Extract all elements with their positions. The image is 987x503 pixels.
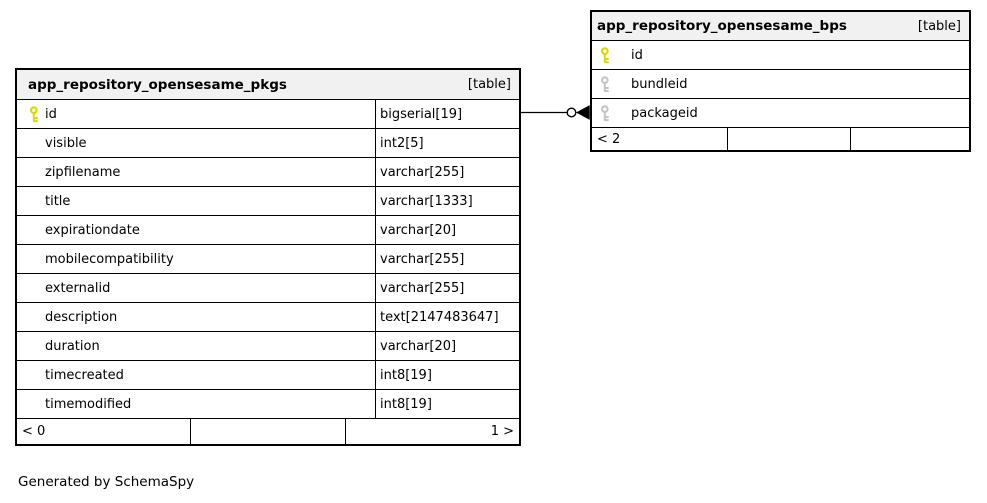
key-glyph: [600, 104, 609, 121]
footer-parents-count: [850, 128, 969, 150]
footer-spacer-cell: [727, 128, 850, 150]
no-key-icon: [17, 361, 45, 389]
footer-parents-count: 1 >: [345, 419, 519, 444]
no-key-icon: [17, 274, 45, 302]
column-name: bundleid: [631, 76, 688, 92]
crow-foot-arrowhead: [575, 105, 590, 120]
column-row-mobilecompatibility: mobilecompatibility varchar[255]: [17, 245, 519, 274]
table-header: app_repository_opensesame_bps [table]: [592, 12, 969, 41]
no-key-icon: [17, 187, 45, 215]
column-name: id: [45, 106, 57, 122]
column-type: varchar[1333]: [375, 187, 519, 215]
generated-by-caption: Generated by SchemaSpy: [18, 474, 195, 490]
key-glyph: [600, 75, 609, 92]
table-name: app_repository_opensesame_pkgs: [28, 76, 287, 93]
footer-spacer-cell: [190, 419, 345, 444]
no-key-icon: [17, 303, 45, 331]
table-node-bps[interactable]: app_repository_opensesame_bps [table] id…: [590, 10, 971, 152]
column-row-visible: visible int2[5]: [17, 129, 519, 158]
column-row-title: title varchar[1333]: [17, 187, 519, 216]
column-row-id: id: [592, 41, 969, 70]
column-type: bigserial[19]: [375, 100, 519, 128]
column-name: visible: [45, 135, 87, 151]
column-name: description: [45, 309, 118, 325]
column-row-packageid: packageid: [592, 99, 969, 128]
zero-cardinality-circle: [566, 107, 577, 118]
column-name: expirationdate: [45, 222, 140, 238]
primary-key-icon: [592, 41, 631, 69]
column-name: zipfilename: [45, 164, 121, 180]
column-name: packageid: [631, 105, 698, 121]
primary-key-icon: [17, 100, 45, 128]
column-row-id: id bigserial[19]: [17, 100, 519, 129]
column-name: mobilecompatibility: [45, 251, 174, 267]
no-key-icon: [17, 245, 45, 273]
footer-children-count: < 0: [22, 424, 46, 439]
table-header: app_repository_opensesame_pkgs [table]: [17, 70, 519, 100]
no-key-icon: [17, 129, 45, 157]
foreign-key-icon: [592, 70, 631, 98]
no-key-icon: [17, 332, 45, 360]
key-glyph: [600, 46, 609, 63]
column-type: varchar[255]: [375, 274, 519, 302]
column-name: timemodified: [45, 396, 132, 412]
column-row-timemodified: timemodified int8[19]: [17, 390, 519, 419]
table-footer: < 2: [592, 128, 969, 150]
footer-children-count: < 2: [597, 131, 621, 147]
foreign-key-icon: [592, 99, 631, 127]
column-row-duration: duration varchar[20]: [17, 332, 519, 361]
no-key-icon: [17, 390, 45, 418]
column-type: varchar[255]: [375, 158, 519, 186]
column-type: varchar[20]: [375, 216, 519, 244]
column-name: timecreated: [45, 367, 124, 383]
column-name: duration: [45, 338, 100, 354]
column-type: varchar[255]: [375, 245, 519, 273]
column-row-bundleid: bundleid: [592, 70, 969, 99]
table-node-pkgs[interactable]: app_repository_opensesame_pkgs [table] i…: [15, 68, 521, 446]
no-key-icon: [17, 158, 45, 186]
table-column-list: id bundleid packageid: [592, 41, 969, 128]
column-type: int8[19]: [375, 390, 519, 418]
table-badge: [table]: [467, 77, 511, 92]
column-type: text[2147483647]: [375, 303, 519, 331]
column-name: externalid: [45, 280, 111, 296]
table-footer: < 0 1 >: [17, 419, 519, 444]
column-row-description: description text[2147483647]: [17, 303, 519, 332]
no-key-icon: [17, 216, 45, 244]
column-name: id: [631, 47, 643, 63]
column-row-zipfilename: zipfilename varchar[255]: [17, 158, 519, 187]
column-row-expirationdate: expirationdate varchar[20]: [17, 216, 519, 245]
column-type: int8[19]: [375, 361, 519, 389]
column-type: varchar[20]: [375, 332, 519, 360]
table-badge: [table]: [917, 18, 961, 34]
column-name: title: [45, 193, 71, 209]
table-name: app_repository_opensesame_bps: [597, 18, 847, 34]
column-row-externalid: externalid varchar[255]: [17, 274, 519, 303]
column-type: int2[5]: [375, 129, 519, 157]
key-glyph: [29, 105, 38, 122]
column-row-timecreated: timecreated int8[19]: [17, 361, 519, 390]
